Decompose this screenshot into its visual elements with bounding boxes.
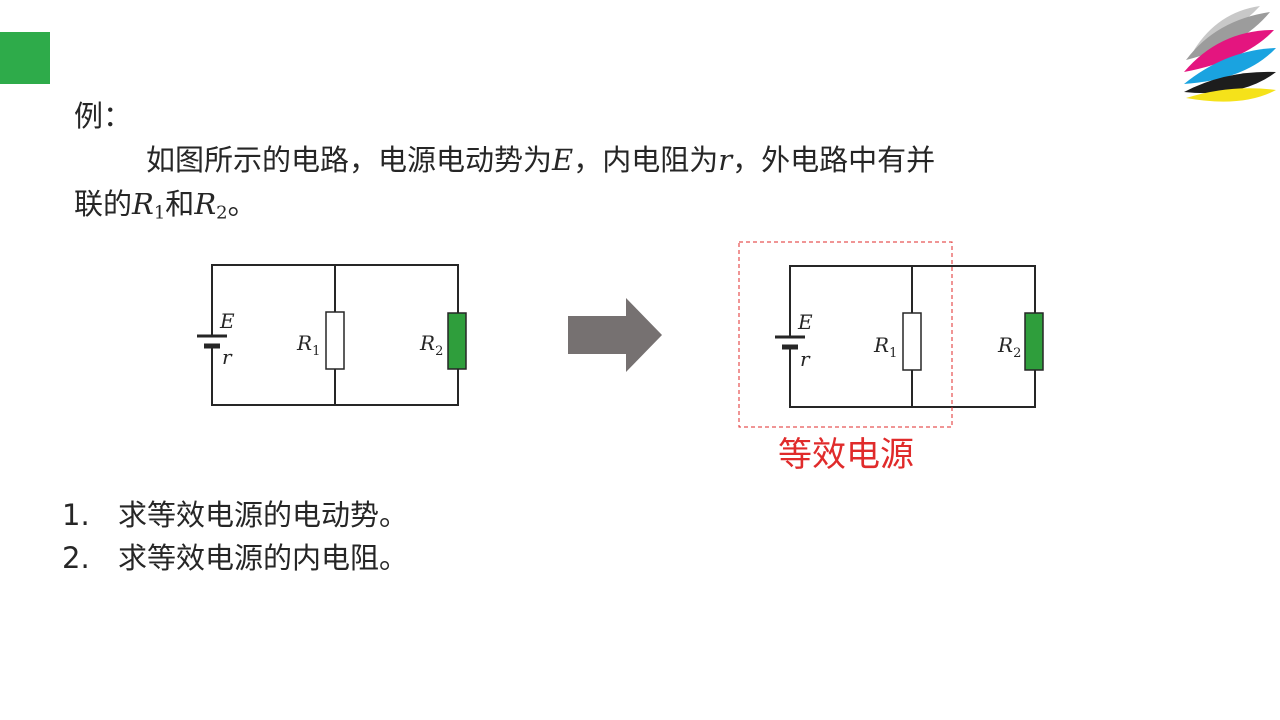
example-text-part: ，内电阻为	[573, 143, 719, 177]
left-r-label: r	[222, 345, 233, 369]
left-r2-label: R2	[419, 331, 443, 359]
example-line-2: 联的R1和R2。	[74, 182, 1154, 226]
right-r2-resistor	[1024, 312, 1044, 371]
internal-resistance-symbol: r	[718, 143, 733, 177]
example-heading: 例：	[74, 99, 133, 133]
example-text-part: 如图所示的电路，电源电动势为	[146, 143, 553, 177]
left-r2-resistor	[447, 312, 467, 370]
r1-symbol: R1	[132, 187, 166, 224]
example-text-part: 。	[227, 187, 257, 221]
question-text: 求等效电源的电动势。	[118, 498, 409, 532]
example-line-1: 如图所示的电路，电源电动势为E，内电阻为r，外电路中有并	[74, 138, 1154, 182]
logo-icon	[1184, 6, 1276, 102]
left-r1-resistor	[325, 311, 345, 370]
circuit-diagram: E r R1 R2 E r R1 R2 等效电源	[197, 241, 1044, 475]
left-circuit	[197, 264, 467, 406]
question-text: 求等效电源的内电阻。	[118, 541, 409, 575]
left-emf-label: E	[219, 309, 235, 333]
example-text-part: 联的	[74, 187, 133, 221]
right-emf-label: E	[797, 310, 813, 334]
equivalent-source-box	[738, 241, 953, 428]
transform-arrow-icon	[568, 298, 662, 372]
question-number: 1.	[62, 498, 90, 532]
example-text-part: ，外电路中有并	[732, 143, 936, 177]
equivalent-source-label: 等效电源	[778, 435, 914, 475]
right-r1-label: R1	[873, 333, 897, 361]
emf-symbol: E	[552, 143, 574, 177]
question-list: 1. 求等效电源的电动势。 2. 求等效电源的内电阻。	[62, 494, 408, 580]
right-r-label: r	[800, 347, 811, 371]
list-item: 2. 求等效电源的内电阻。	[62, 537, 408, 580]
green-accent-square	[0, 32, 50, 84]
left-r1-label: R1	[296, 331, 320, 359]
question-number: 2.	[62, 541, 90, 575]
list-item: 1. 求等效电源的电动势。	[62, 494, 408, 537]
example-text: 例： 如图所示的电路，电源电动势为E，内电阻为r，外电路中有并 联的R1和R2。	[74, 94, 1154, 226]
right-r1-resistor	[902, 312, 922, 371]
r2-symbol: R2	[194, 187, 228, 224]
example-text-part: 和	[165, 187, 195, 221]
right-r2-label: R2	[997, 333, 1021, 361]
right-circuit	[775, 265, 1044, 408]
